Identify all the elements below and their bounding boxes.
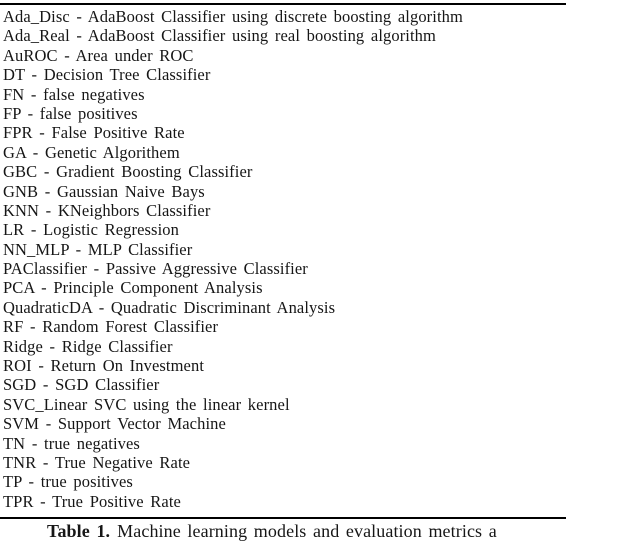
abbrev-entry: Ridge - Ridge Classifier [3, 336, 173, 356]
abbrev-entry: Ada_Real - AdaBoost Classifier using rea… [3, 26, 436, 46]
abbrev-entry: FPR - False Positive Rate [3, 123, 185, 143]
abbrev-entry: GA - Genetic Algorithem [3, 142, 180, 162]
abbrev-entry: SVM - Support Vector Machine [3, 414, 226, 434]
abbrev-entry: Ada_Disc - AdaBoost Classifier using dis… [3, 7, 463, 26]
table-top-rule [0, 3, 566, 5]
abbrev-entry: DT - Decision Tree Classifier [3, 65, 211, 85]
abbrev-entry: KNN - KNeighbors Classifier [3, 200, 211, 220]
abbrev-entry: TN - true negatives [3, 433, 140, 453]
abbrev-entry: FP - false positives [3, 103, 138, 123]
table-bottom-rule [0, 517, 566, 519]
abbrev-entry: GBC - Gradient Boosting Classifier [3, 162, 253, 182]
abbrev-entry: ROI - Return On Investment [3, 356, 204, 376]
abbrev-entry: AuROC - Area under ROC [3, 45, 194, 65]
abbrev-entry: TP - true positives [3, 472, 133, 492]
abbrev-entry: QuadraticDA - Quadratic Discriminant Ana… [3, 297, 336, 317]
abbrev-entry: GNB - Gaussian Naive Bays [3, 181, 205, 201]
abbrev-entry: TPR - True Positive Rate [3, 491, 181, 511]
caption-label: Table 1. [47, 521, 111, 541]
abbrev-entry: TNR - True Negative Rate [3, 452, 191, 472]
abbrev-entry: RF - Random Forest Classifier [3, 317, 219, 337]
abbrev-entry: PCA - Principle Component Analysis [3, 278, 263, 298]
abbrev-entry: LR - Logistic Regression [3, 220, 179, 240]
abbrev-entry: SVC_Linear SVC using the linear kernel [3, 394, 290, 414]
abbrev-entry: SGD - SGD Classifier [3, 375, 160, 395]
abbreviation-list: Ada_Disc - AdaBoost Classifier using dis… [3, 7, 463, 511]
table-caption: Table 1. Machine learning models and eval… [47, 521, 497, 542]
caption-text: Machine learning models and evaluation m… [117, 521, 497, 541]
abbrev-entry: NN_MLP - MLP Classifier [3, 239, 193, 259]
abbrev-entry: PAClassifier - Passive Aggressive Classi… [3, 259, 308, 279]
abbrev-entry: FN - false negatives [3, 84, 145, 104]
